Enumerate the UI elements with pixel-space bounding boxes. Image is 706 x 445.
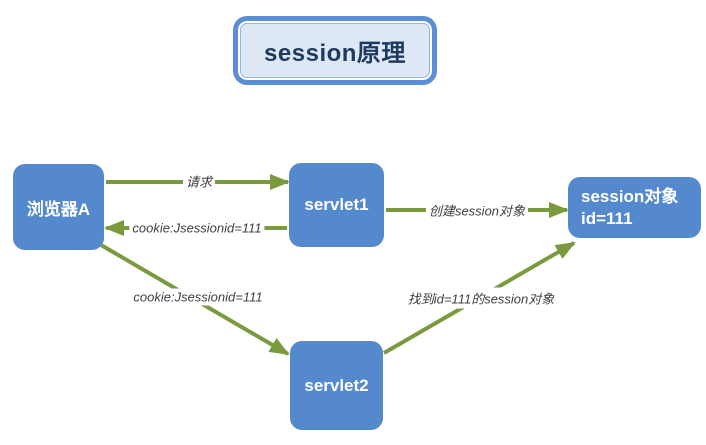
session-object-line2: id=111 <box>581 208 633 228</box>
node-servlet2: servlet2 <box>290 341 383 430</box>
edge-label-cookie-to-servlet2: cookie:Jsessionid=111 <box>130 288 266 306</box>
edge-label-find-session: 找到id=111的session对象 <box>404 287 558 309</box>
node-servlet1: servlet1 <box>289 163 384 247</box>
node-browser-a: 浏览器A <box>13 164 104 250</box>
edge-label-request: 请求 <box>182 170 216 192</box>
session-object-line1: session对象 <box>581 186 679 206</box>
edge-label-cookie-return: cookie:Jsessionid=111 <box>129 219 265 237</box>
edge-label-create-session: 创建session对象 <box>425 199 529 221</box>
diagram-title: session原理 <box>264 40 406 67</box>
node-browser-a-label: 浏览器A <box>26 199 91 219</box>
node-servlet2-label: servlet2 <box>304 375 369 395</box>
node-servlet1-label: servlet1 <box>304 195 369 214</box>
node-session-object-label: session对象 id=111 <box>581 186 678 230</box>
title-box: session原理 <box>233 16 437 85</box>
node-session-object: session对象 id=111 <box>568 177 701 238</box>
